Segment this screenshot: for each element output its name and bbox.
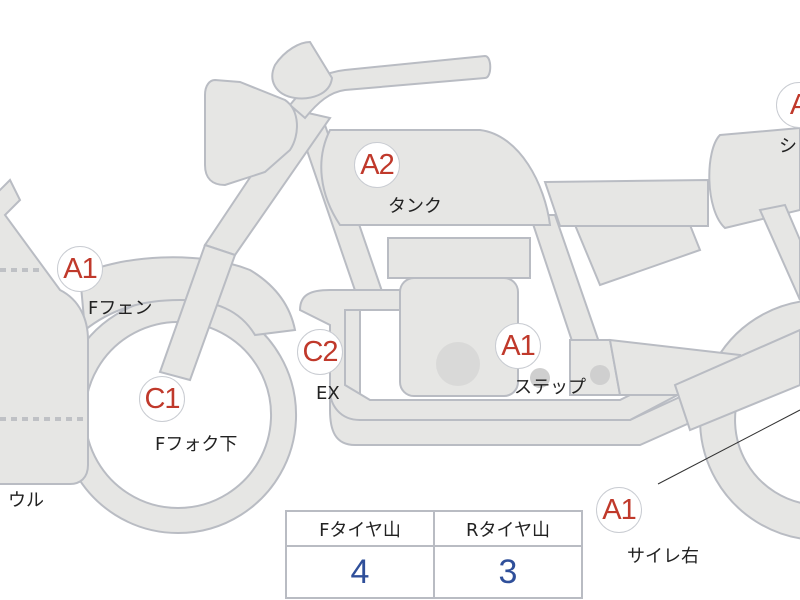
step-peg xyxy=(590,365,610,385)
rear-tire-value: 3 xyxy=(433,545,583,599)
exhaust-pipe-upper xyxy=(298,289,712,421)
part-label-exhaust: EX xyxy=(316,383,340,404)
front-fork-lower xyxy=(158,243,237,382)
rear-frame xyxy=(758,203,800,301)
engine-cover xyxy=(436,342,480,386)
part-label-muffler-right: サイレ右 xyxy=(627,546,699,567)
part-label-cowl: ウル xyxy=(8,490,44,511)
part-label-fork-lower: Fフォク下 xyxy=(155,434,238,455)
front-cowl xyxy=(0,178,89,485)
step-peg xyxy=(530,368,550,388)
grade-badge-exhaust: C2 xyxy=(297,329,343,375)
grade-badge-step: A1 xyxy=(495,323,541,369)
grade-badge-muffler-right: A1 xyxy=(596,487,642,533)
engine-head xyxy=(387,237,531,279)
rear-cowl xyxy=(708,126,800,230)
side-cover xyxy=(573,224,702,287)
grade-badge-fork-lower: C1 xyxy=(139,376,185,422)
leader-line xyxy=(657,409,800,485)
front-tire-value: 4 xyxy=(285,545,435,599)
rear-tire-header: Rタイヤ山 xyxy=(433,510,583,547)
tire-tread-table: Fタイヤ山 Rタイヤ山 4 3 xyxy=(285,510,583,599)
front-tire-header: Fタイヤ山 xyxy=(285,510,435,547)
part-label-seat: シ xyxy=(779,136,797,157)
muffler xyxy=(673,328,800,432)
grade-badge-tank: A2 xyxy=(354,142,400,188)
meter xyxy=(271,40,334,100)
headlight xyxy=(204,78,298,187)
part-label-step: ステップ xyxy=(514,377,586,398)
grade-badge-front-fender: A1 xyxy=(57,246,103,292)
part-label-front-fender: Fフェン xyxy=(88,298,153,319)
part-label-tank: タンク xyxy=(388,196,442,217)
seat xyxy=(543,178,709,227)
